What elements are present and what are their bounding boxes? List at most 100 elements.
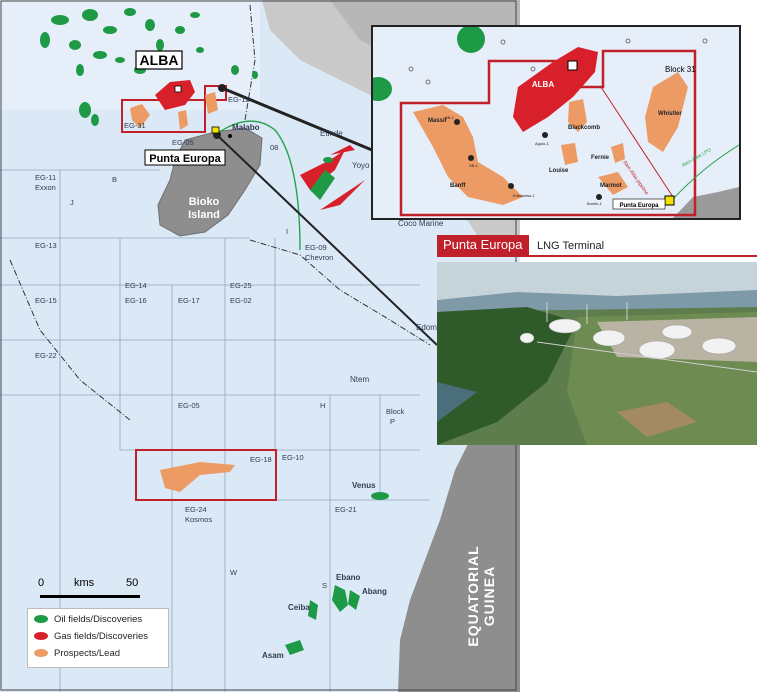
venus-label: Venus — [352, 481, 376, 490]
block-label-w: W — [230, 568, 238, 577]
country-label: EQUATORIAL GUINEA — [465, 545, 497, 647]
mainland-land — [398, 420, 520, 692]
inset-well-1-label: SB-1 — [445, 115, 455, 120]
inset-louise-label: Louise — [549, 168, 569, 174]
block-label-s: S — [322, 581, 327, 590]
inset-whistler-label: Whistler — [658, 111, 682, 117]
inset-banff-label: Banff — [450, 183, 466, 189]
inset-oil-field-2 — [373, 77, 392, 101]
block-label-eg10: EG-10 — [282, 453, 304, 462]
inset-land — [673, 187, 739, 218]
oil-swatch-icon — [34, 615, 48, 624]
inset-well-icons — [454, 119, 602, 200]
block-label-j: J — [70, 198, 74, 207]
bioko-label-2: Island — [188, 209, 220, 221]
block-label-chevron: Chevron — [305, 253, 333, 262]
scale-line — [40, 595, 140, 598]
inset-well-5-label: Bonito-1 — [587, 201, 603, 206]
country-label-wrap: EQUATORIAL GUINEA — [465, 500, 497, 680]
gas-fields-etinde — [300, 145, 365, 210]
yoyo-label: Yoyo — [352, 161, 370, 170]
block-label-eg05b: EG-05 — [178, 401, 200, 410]
ebano-label: Ebano — [336, 573, 361, 582]
punta-europa-label-box — [144, 149, 226, 166]
lng-tank-icons — [519, 318, 737, 360]
prospect-swatch-icon — [34, 649, 48, 658]
block-label-eg05a: EG-05 — [172, 138, 194, 147]
block-label-eg02: EG-02 — [230, 296, 252, 305]
block-label-eg11: EG-11 — [35, 173, 56, 182]
inset-alba-platform-icon — [567, 60, 578, 71]
lng-pipeline — [214, 120, 301, 251]
lng-terminal-photo-panel: Punta Europa LNG Terminal — [437, 235, 757, 445]
photo-title-rest: LNG Terminal — [537, 240, 605, 252]
inset-star-icons — [408, 38, 708, 85]
oil-fields-south — [285, 492, 389, 655]
block-label-eg24: EG-24 — [185, 505, 207, 514]
inset-alba-label: ALBA — [532, 80, 554, 89]
block-label-block: Block — [386, 407, 405, 416]
connector-alba-inset — [221, 86, 373, 152]
inset-well-3-label: Agulo-1 — [535, 141, 550, 146]
scale-fifty: 50 — [126, 577, 139, 589]
inset-blackcomb-label: Blackcomb — [568, 125, 600, 131]
inset-punta-box — [612, 198, 666, 210]
ntem-label: Ntem — [350, 375, 369, 384]
coco-marine-label: Coco Marine — [398, 219, 444, 228]
legend-oil-label: Oil fields/Discoveries — [54, 614, 143, 625]
maritime-boundary-west — [9, 259, 131, 421]
lng-terminal-icon — [211, 126, 220, 134]
block-31-outline — [121, 85, 227, 133]
inset-oil-field-1 — [457, 27, 485, 53]
oil-fields-etinde — [310, 157, 335, 200]
block-label-eg22: EG-22 — [35, 351, 57, 360]
photo-title-bar: Punta Europa LNG Terminal — [437, 235, 757, 257]
inset-well-4-label: Edelweiss-1 — [513, 193, 535, 198]
asam-label: Asam — [262, 651, 284, 660]
inset-block31-label: Block 31 — [665, 65, 696, 74]
inset-fernie-label: Fernie — [591, 155, 610, 161]
block-label-eg13: EG-13 — [35, 241, 57, 250]
inset-alen-pipeline — [600, 86, 674, 198]
malabo-label: Malabo — [232, 123, 260, 132]
block-label-eg09: EG-09 — [305, 243, 327, 252]
legend-prospect-label: Prospects/Lead — [54, 648, 121, 659]
block-label-eg12: EG-12 — [228, 95, 250, 104]
block-label-eg16: EG-16 — [125, 296, 147, 305]
malabo-icon — [228, 134, 232, 138]
inset-well-2-label: SB-1 — [469, 163, 479, 168]
block-label-eg15: EG-15 — [35, 296, 57, 305]
lng-terminal-photo — [437, 262, 757, 445]
scale-bar: 0 kms 50 — [30, 577, 160, 599]
block-label-08: 08 — [270, 143, 278, 152]
block-label-eg25: EG-25 — [230, 281, 252, 290]
alba-platform-icon — [174, 85, 182, 93]
gas-swatch-icon — [34, 632, 48, 641]
bioko-label-1: Bioko — [189, 196, 220, 208]
block-label-h: H — [320, 401, 325, 410]
oil-fields-north — [40, 8, 258, 126]
block-label-i: I — [286, 227, 288, 236]
block-label-eg21: EG-21 — [335, 505, 357, 514]
inset-massif-label: Massif — [428, 118, 448, 124]
plant-structures — [536, 302, 757, 373]
maritime-boundary-north — [244, 4, 256, 121]
block-label-eg18: EG-18 — [250, 455, 272, 464]
block-label-exxon: Exxon — [35, 183, 56, 192]
legend-gas: Gas fields/Discoveries — [34, 630, 148, 644]
legend: Oil fields/Discoveries Gas fields/Discov… — [27, 608, 169, 668]
etinde-label: Etinde — [320, 129, 343, 138]
alba-label: ALBA — [140, 52, 179, 68]
alba-gas-field — [155, 80, 195, 110]
scale-unit: kms — [74, 577, 95, 589]
block-label-b: B — [112, 175, 117, 184]
prospects-main — [130, 92, 235, 492]
connector-punta-photo — [216, 134, 438, 346]
legend-prospect: Prospects/Lead — [34, 647, 120, 661]
alba-marker-icon — [218, 84, 226, 92]
legend-gas-label: Gas fields/Discoveries — [54, 631, 148, 642]
block-label-p: P — [390, 417, 395, 426]
edom-label: Edom — [416, 323, 437, 332]
legend-oil: Oil fields/Discoveries — [34, 613, 142, 627]
